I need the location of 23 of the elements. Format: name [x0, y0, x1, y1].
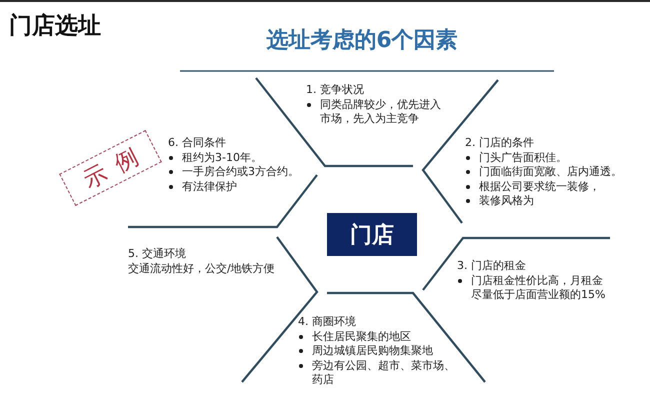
factor-text: 门店租金性价比高，月租金尽量低于店面营业额的15%: [471, 274, 606, 303]
factor-text: 根据公司要求统一装修，: [479, 180, 600, 194]
factor-text: 长住居民聚集的地区: [312, 330, 411, 344]
factor-text: 门头广告面积佳。: [479, 150, 567, 166]
factor-text: 同类品牌较少，优先进入市场，先入为主竞争: [320, 98, 442, 127]
factor-heading: 4. 商圈环境: [298, 315, 356, 330]
factor-text: 周边城镇居民购物集聚地: [312, 344, 433, 359]
factor-text: 旁边有公园、超市、菜市场、药店: [312, 358, 456, 388]
factor-text: 交通流动性好，公交/地铁方便: [128, 262, 275, 276]
factor-heading: 6. 合同条件: [168, 136, 226, 151]
factor-text: 有法律保护: [182, 180, 237, 194]
factor-heading: 3. 门店的租金: [457, 259, 526, 274]
factor-heading: 5. 交通环境: [128, 247, 186, 262]
center-box: 门店: [327, 213, 417, 256]
factor-text: 装修风格为: [479, 194, 534, 209]
factor-text: 门面临街面宽敞、店内通透。: [479, 165, 622, 180]
diagram-title: 选址考虑的6个因素: [266, 28, 458, 53]
factor-heading: 2. 门店的条件: [465, 136, 534, 151]
factor-text: 一手房合约或3方合约。: [182, 165, 299, 180]
page-heading: 门店选址: [9, 12, 101, 40]
example-stamp: 示例: [59, 130, 162, 206]
factor-heading: 1. 竞争状况: [306, 83, 364, 98]
factor-text: 租约为3-10年。: [182, 150, 262, 166]
